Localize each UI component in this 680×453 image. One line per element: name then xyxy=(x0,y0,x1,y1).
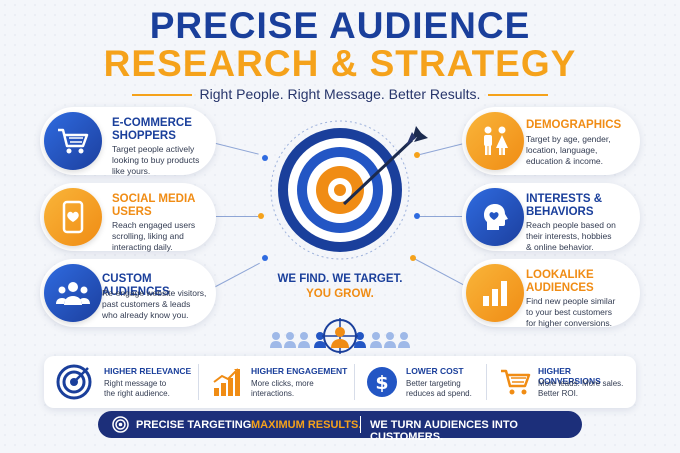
target-icon xyxy=(112,416,129,436)
connector-line xyxy=(212,216,258,217)
benefit-description: More leads. More sales.Better ROI. xyxy=(538,379,624,398)
subtitle-right-rule xyxy=(488,94,548,96)
benefit-divider xyxy=(486,364,487,400)
card-interests-behaviors: INTERESTS &BEHAVIORS Reach people based … xyxy=(462,183,640,252)
group-icon xyxy=(44,264,102,322)
title-line-2: RESEARCH & STRATEGY xyxy=(103,43,577,84)
benefit-title: HIGHER CONVERSIONS xyxy=(538,366,601,386)
benefit-title: HIGHER ENGAGEMENT xyxy=(251,366,348,376)
benefit-title: HIGHER RELEVANCE xyxy=(104,366,192,376)
connector-dot xyxy=(258,213,264,219)
card-title: CUSTOM AUDIENCES xyxy=(102,273,170,298)
connector-dot xyxy=(410,255,416,261)
subtitle: Right People. Right Message. Better Resu… xyxy=(199,86,481,102)
center-tagline: WE FIND. WE TARGET. YOU GROW. xyxy=(277,273,403,300)
target-icon xyxy=(56,364,92,405)
banner-text-1: PRECISE TARGETING. xyxy=(136,419,255,431)
growth-chart-icon xyxy=(212,366,242,403)
head-heart-icon xyxy=(466,188,524,246)
card-demographics: DEMOGRAPHICS Target by age, gender,locat… xyxy=(462,107,640,175)
benefit-divider xyxy=(198,364,199,400)
benefit-title: LOWER COST xyxy=(406,366,464,376)
cart-icon xyxy=(500,366,532,403)
arrow-icon xyxy=(342,126,428,206)
connector-dot xyxy=(414,213,420,219)
card-description: Re-engage website visitors,past customer… xyxy=(102,288,207,320)
connector-line xyxy=(420,216,466,217)
card-custom-audiences: CUSTOM AUDIENCES Re-engage website visit… xyxy=(40,259,216,327)
target-bullseye xyxy=(270,120,410,260)
smartphone-heart-icon xyxy=(44,188,102,246)
banner-text-3: WE TURN AUDIENCES INTO CUSTOMERS. xyxy=(370,419,518,443)
man-woman-icon xyxy=(466,112,524,170)
banner-text-2: MAXIMUM RESULTS. xyxy=(251,419,362,431)
card-description: Target by age, gender,location, language… xyxy=(526,134,611,166)
svg-text:$: $ xyxy=(375,372,388,394)
banner-divider xyxy=(360,416,361,433)
benefit-divider xyxy=(354,364,355,400)
title-line-1: PRECISE AUDIENCE xyxy=(149,5,531,46)
audience-people-icon xyxy=(270,318,410,354)
dollar-icon: $ xyxy=(366,366,398,403)
connector-dot xyxy=(262,155,268,161)
footer-banner: PRECISE TARGETING. MAXIMUM RESULTS. WE T… xyxy=(98,411,582,443)
subtitle-left-rule xyxy=(132,94,192,96)
shopping-cart-icon xyxy=(44,112,102,170)
connector-dot xyxy=(262,255,268,261)
card-title: DEMOGRAPHICS xyxy=(526,119,622,131)
bar-chart-icon xyxy=(466,264,524,322)
connector-dot xyxy=(414,152,420,158)
card-title: INTERESTS &BEHAVIORS xyxy=(526,193,603,218)
